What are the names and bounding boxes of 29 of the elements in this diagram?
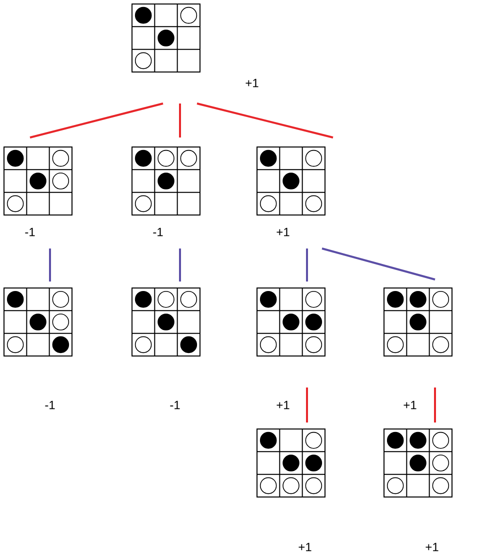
tree-edge: [179, 248, 181, 282]
game-board: [256, 288, 326, 356]
score-label: -1: [170, 400, 180, 410]
tree-edge: [30, 102, 164, 138]
tree-edge: [179, 104, 181, 138]
tree-edge: [306, 248, 308, 282]
game-board: [256, 146, 326, 216]
game-board: [4, 288, 72, 356]
tree-edge: [434, 388, 436, 422]
score-label: +1: [426, 542, 438, 552]
game-board: [132, 4, 200, 72]
score-label: +1: [276, 228, 290, 236]
game-board: [384, 288, 452, 356]
game-board: [132, 288, 200, 356]
score-label: +1: [404, 400, 416, 410]
score-label: +1: [276, 400, 290, 410]
score-label: -1: [153, 228, 163, 236]
score-label: -1: [45, 400, 55, 410]
tree-edge: [49, 248, 51, 282]
tree-edge: [322, 248, 436, 280]
game-board: [132, 146, 200, 216]
score-label: -1: [25, 228, 35, 236]
score-label: +1: [298, 542, 312, 552]
game-board: [256, 428, 326, 498]
score-label: +1: [246, 78, 258, 88]
game-board: [4, 146, 72, 216]
game-board: [384, 428, 452, 498]
tree-edge: [196, 102, 334, 138]
tree-edge: [306, 388, 308, 422]
